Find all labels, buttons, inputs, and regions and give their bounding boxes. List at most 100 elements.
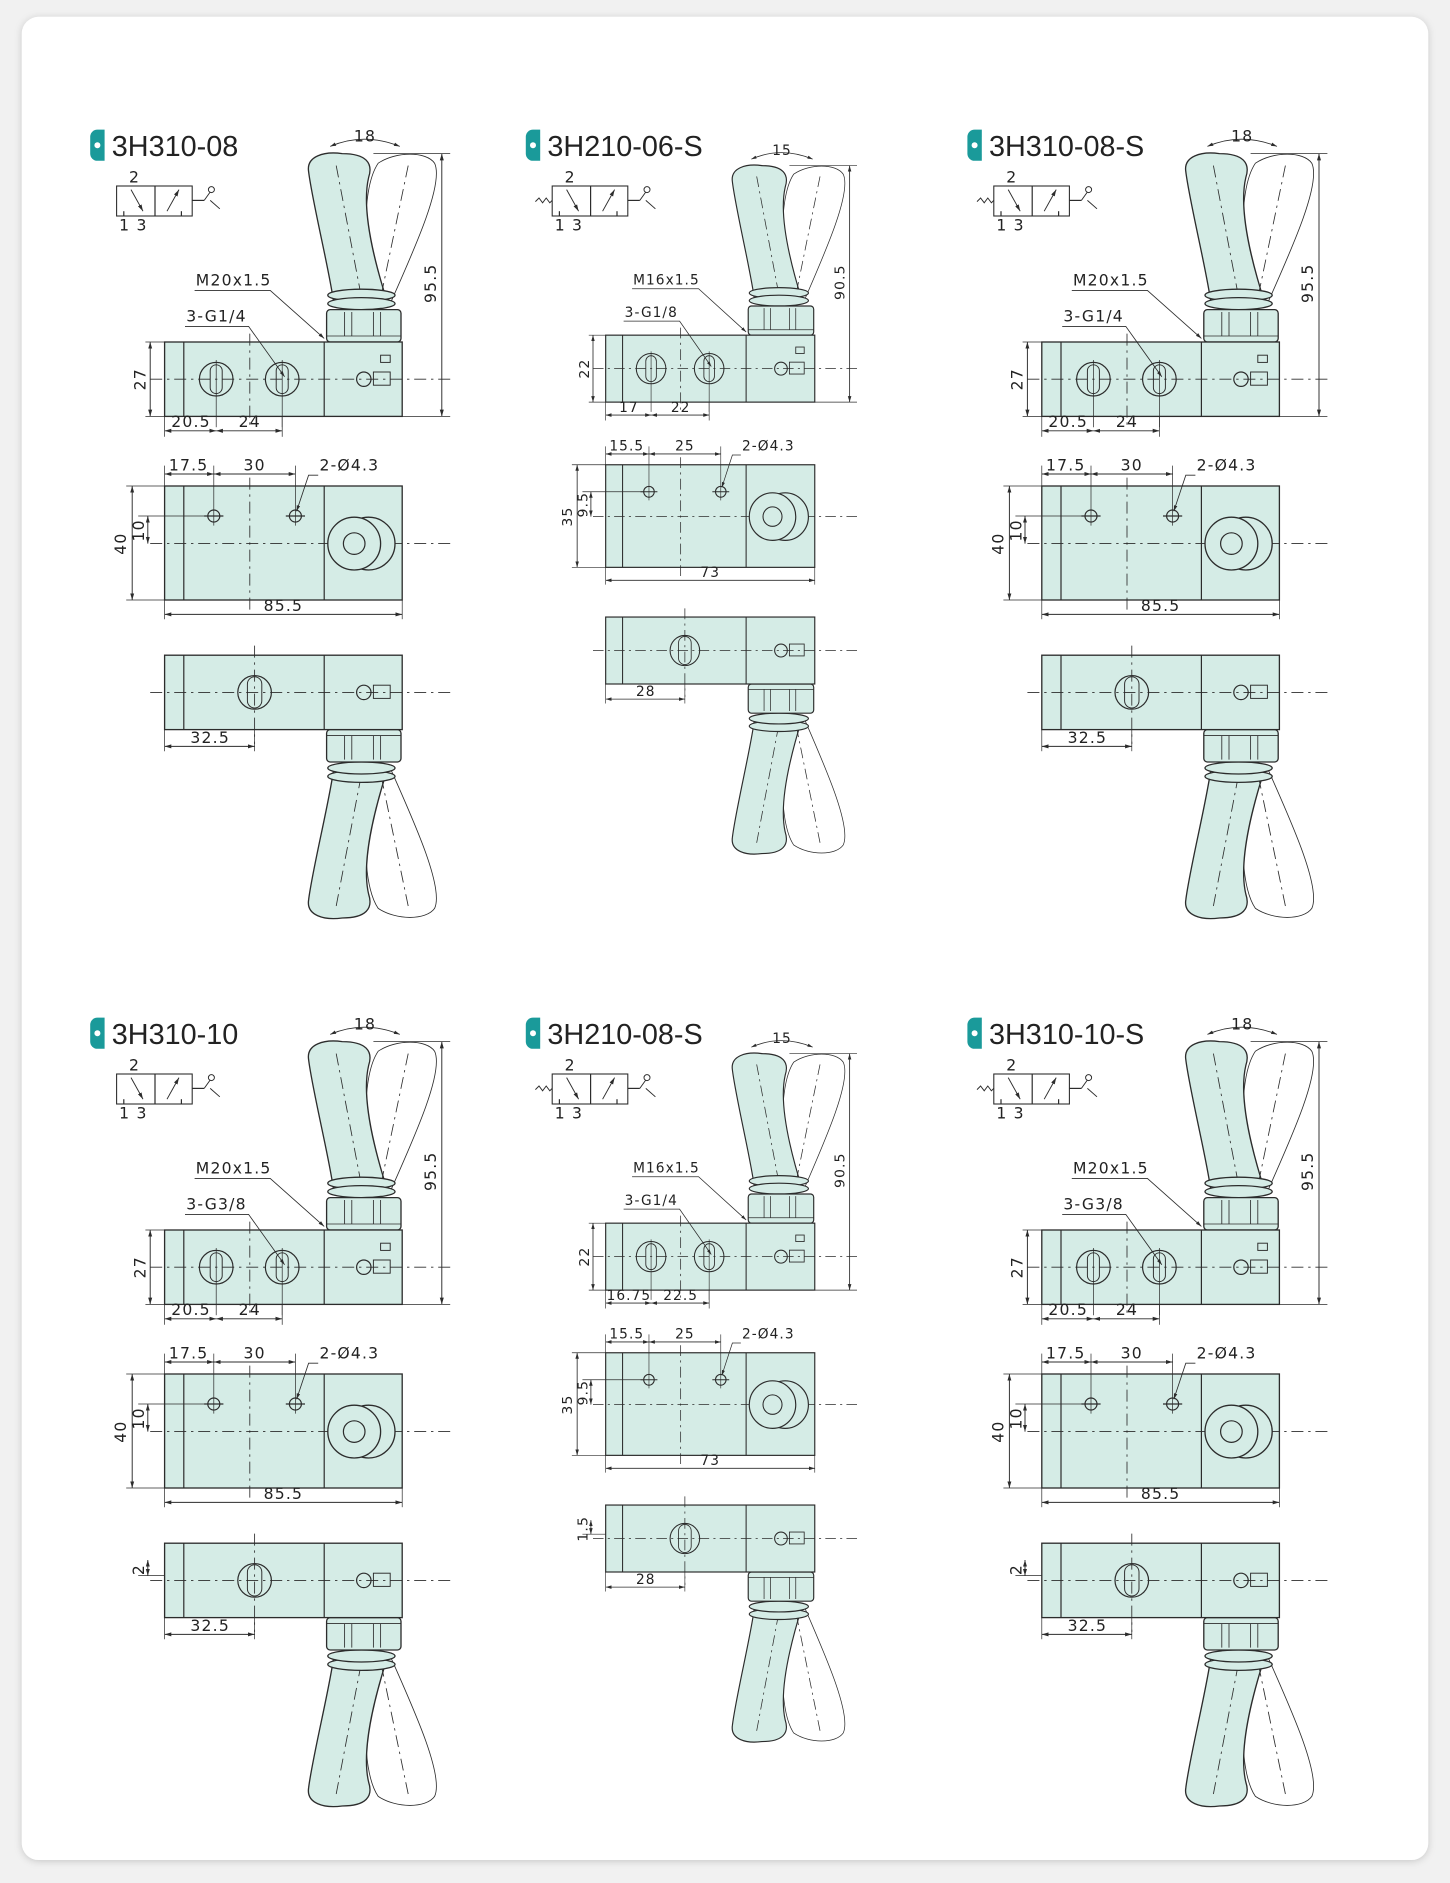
lever-handle — [1185, 1040, 1315, 1231]
bullet-dot-icon — [530, 1030, 536, 1037]
bottom-port-label: 32.5 — [190, 1617, 230, 1635]
lever-handle — [307, 1616, 437, 1808]
handle-neck-nut — [325, 308, 402, 343]
port-icon — [669, 1522, 701, 1555]
bottom-port-label: 32.5 — [1068, 729, 1108, 747]
model-title: 3H210-08-S — [547, 1019, 702, 1051]
holes-leader — [721, 1342, 741, 1376]
port-b-label: 24 — [239, 413, 261, 431]
flow-arrow — [602, 189, 616, 212]
angle-dimension — [1207, 1026, 1278, 1035]
thread-leader — [632, 288, 747, 333]
spring-icon — [976, 1085, 995, 1092]
valve-symbol-icon — [535, 185, 656, 217]
valve-symbol-icon — [976, 1073, 1098, 1105]
handle-grip — [307, 767, 389, 920]
thread-leader — [1071, 1177, 1202, 1227]
ports-label: 3-G1/4 — [625, 1193, 678, 1209]
thread-leader — [1071, 289, 1202, 339]
handle-neck-nut — [747, 683, 815, 714]
pivot-hole-icon — [1233, 684, 1249, 701]
length-label: 85.5 — [1141, 1485, 1181, 1503]
holes-label: 2-Ø4.3 — [1197, 1344, 1257, 1362]
handle-centerline — [756, 713, 782, 843]
bottom-port-label: 28 — [636, 1572, 656, 1588]
flow-arrow — [166, 189, 180, 212]
handle-thread — [327, 761, 396, 775]
ports-label: 3-G3/8 — [1063, 1196, 1123, 1214]
holes-label: 2-Ø4.3 — [319, 1344, 379, 1362]
offset-label: 9.5 — [576, 1380, 592, 1406]
knob-icon — [748, 492, 797, 541]
handle-neck-nut — [1203, 308, 1279, 343]
symbol-port-2: 2 — [129, 1056, 140, 1074]
angle-dimension — [330, 1026, 400, 1035]
pivot-hole-icon — [1233, 371, 1249, 387]
length-label: 73 — [700, 1453, 720, 1469]
model-title: 3H310-08 — [112, 131, 238, 163]
pivot-hole-icon — [774, 1531, 788, 1546]
handle-thread — [327, 1184, 396, 1199]
thread-leader — [194, 289, 325, 339]
handle-thread — [748, 1182, 810, 1195]
port-a-label: 20.5 — [171, 413, 211, 431]
thread-label: M20x1.5 — [1073, 1160, 1149, 1178]
lever-handle — [1185, 728, 1315, 920]
handle-neck-nut — [1203, 1616, 1279, 1651]
handle-grip — [1185, 1040, 1266, 1193]
handle-thread — [748, 1600, 810, 1613]
pivot-hole-icon — [355, 1259, 372, 1275]
handle-neck-nut — [747, 305, 815, 336]
port-icon — [237, 1562, 272, 1598]
pivot-hole-icon — [355, 1572, 372, 1589]
flow-arrow — [566, 189, 580, 212]
spring-icon — [535, 1085, 553, 1092]
thread-label: M20x1.5 — [196, 1160, 272, 1178]
hole-a-label: 17.5 — [169, 456, 209, 474]
handle-grip — [731, 1052, 803, 1190]
flow-arrow — [130, 1077, 144, 1100]
hole-a-label: 17.5 — [169, 1344, 209, 1362]
angle-dimension — [330, 138, 400, 147]
flow-arrow — [1043, 189, 1057, 212]
body-height-label: 22 — [577, 359, 593, 379]
length-label: 85.5 — [1141, 597, 1181, 615]
thread-leader — [632, 1176, 747, 1221]
handle-centerline — [756, 1064, 782, 1195]
port-icon — [669, 634, 701, 667]
height-total-label: 95.5 — [422, 263, 440, 303]
ports-leader — [1062, 325, 1163, 378]
port-a-label: 20.5 — [1048, 413, 1088, 431]
flow-arrow — [166, 1077, 180, 1100]
knob-icon — [748, 1380, 797, 1429]
port-b-label: 24 — [1116, 413, 1138, 431]
handle-alt-centerline — [1254, 1053, 1286, 1198]
symbol-port-2: 2 — [565, 1056, 576, 1074]
valve-symbol-icon — [976, 185, 1098, 217]
hole-a-label: 15.5 — [609, 1327, 644, 1343]
symbol-port-2: 2 — [1006, 1056, 1017, 1074]
port-a-label: 17 — [619, 400, 639, 416]
lever-handle — [1185, 1616, 1315, 1808]
port-b-label: 22.5 — [663, 1288, 698, 1304]
bullet-dot-icon — [971, 142, 978, 149]
handle-alt-centerline — [793, 1064, 821, 1195]
pivot-hole-icon — [355, 371, 372, 387]
port-icon — [237, 675, 272, 710]
flow-arrow — [566, 1077, 580, 1100]
width-label: 40 — [989, 1420, 1007, 1442]
holes-leader — [1173, 1362, 1196, 1400]
spring-icon — [976, 197, 995, 204]
handle-neck-nut — [325, 1616, 402, 1651]
handle-angle-label: 15 — [772, 1031, 792, 1047]
ports-leader — [1062, 1213, 1163, 1266]
handle-thread — [1204, 1184, 1273, 1199]
handle-alt-centerline — [377, 1053, 409, 1198]
lever-handle — [307, 728, 437, 920]
holes-leader — [1173, 474, 1196, 512]
angle-dimension — [751, 152, 813, 160]
handle-grip — [307, 1040, 389, 1193]
handle-neck-nut — [325, 1196, 402, 1231]
